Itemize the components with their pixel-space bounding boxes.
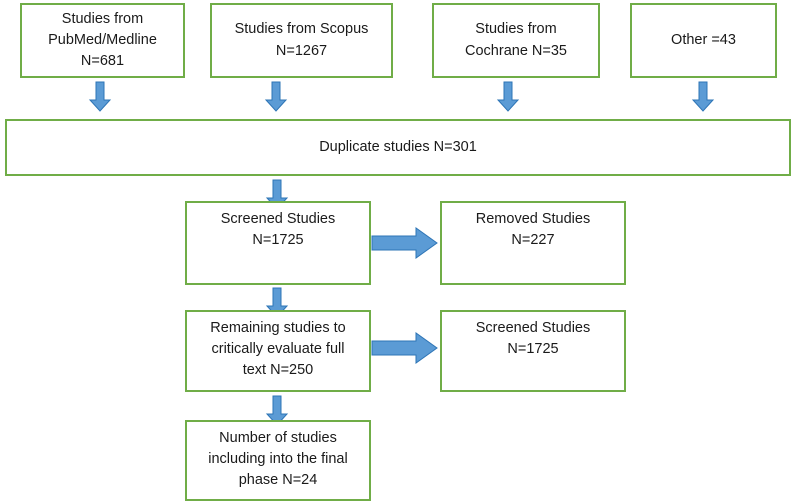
source-box-pubmed-label: Studies from PubMed/Medline N=681 [48,10,157,69]
final-studies-box: Number of studies including into the fin… [185,420,371,501]
source-box-other: Other =43 [630,3,777,78]
arrow-down-icon-other [691,81,715,112]
removed-studies-label: Removed Studies N=227 [475,211,591,249]
source-box-pubmed: Studies from PubMed/Medline N=681 [20,3,185,78]
removed-studies-box: Removed Studies N=227 [440,201,626,285]
screened-studies-label: Screened Studies N=1725 [220,211,336,249]
source-box-cochrane: Studies from Cochrane N=35 [432,3,600,78]
duplicate-studies-label: Duplicate studies N=301 [319,138,477,155]
screened-studies-box: Screened Studies N=1725 [185,201,371,285]
screened-studies-two-label: Screened Studies N=1725 [475,320,591,358]
remaining-studies-label: Remaining studies to critically evaluate… [210,320,346,379]
arrow-right-icon-removed [371,227,438,259]
duplicate-studies-box: Duplicate studies N=301 [5,119,791,176]
arrow-down-icon-scopus [264,81,288,112]
source-box-other-label: Other =43 [671,31,736,48]
arrow-down-icon-cochrane [496,81,520,112]
arrow-down-icon-remaining [265,395,289,426]
source-box-cochrane-label: Studies from Cochrane N=35 [465,21,567,59]
final-studies-label: Number of studies including into the fin… [208,430,348,489]
arrow-down-icon-pubmed [88,81,112,112]
screened-studies-two-box: Screened Studies N=1725 [440,310,626,392]
remaining-studies-box: Remaining studies to critically evaluate… [185,310,371,392]
source-box-scopus-label: Studies from Scopus N=1267 [234,21,369,59]
source-box-scopus: Studies from Scopus N=1267 [210,3,393,78]
arrow-right-icon-screened-two [371,332,438,364]
